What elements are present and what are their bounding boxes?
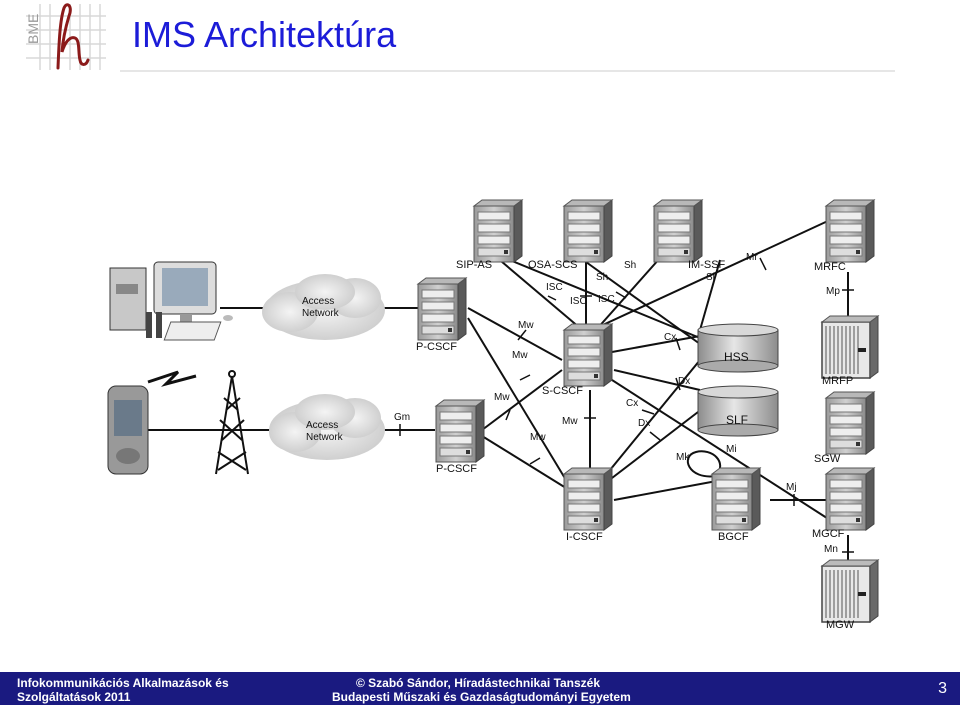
iface-mw-5: Mw (530, 432, 546, 443)
server-mgcf (825, 467, 875, 531)
iface-sh-1: Sh (624, 260, 636, 271)
footer-copyright: © Szabó Sándor, Híradástechnikai Tanszék… (332, 676, 631, 704)
iface-si: Si (706, 272, 715, 283)
server-p-cscf-top (417, 277, 467, 341)
iface-isc-2: ISC (570, 296, 587, 307)
cloud-icon-top (262, 274, 385, 340)
server-mrfc (825, 199, 875, 263)
label-osa-scs: OSA-SCS (528, 259, 578, 271)
server-p-cscf-bottom (435, 399, 485, 463)
iface-dx-2: Dx (638, 418, 650, 429)
footer-bar: Infokommunikációs Alkalmazások és Szolgá… (0, 672, 960, 705)
label-bgcf: BGCF (718, 531, 749, 543)
database-hss-icon (697, 323, 779, 373)
iface-mr: Mr (746, 252, 758, 263)
antenna-tower-icon (215, 370, 249, 475)
iface-sh-2: Sh (596, 272, 608, 283)
iface-mw-4: Mw (562, 416, 578, 427)
label-slf: SLF (726, 413, 748, 427)
bme-logo: BME (18, 2, 108, 72)
iface-dx-1: Dx (678, 376, 690, 387)
lightning-icon (147, 370, 197, 387)
iface-mp: Mp (826, 286, 840, 297)
footer-course: Infokommunikációs Alkalmazások és Szolgá… (17, 676, 229, 704)
iface-cx-1: Cx (664, 332, 676, 343)
label-mrfp: MRFP (822, 375, 853, 387)
footer-copyright-line1: © Szabó Sándor, Híradástechnikai Tanszék (356, 676, 601, 690)
iface-mw-1: Mw (518, 320, 534, 331)
iface-mi: Mi (726, 444, 737, 455)
label-im-ssf: IM-SSF (688, 259, 726, 271)
mobile-phone-icon (107, 385, 149, 475)
title-divider (120, 70, 895, 72)
server-s-cscf (563, 323, 613, 387)
iface-mw-2: Mw (512, 350, 528, 361)
footer-course-line2: Szolgáltatások 2011 (17, 690, 131, 704)
iface-mj: Mj (786, 482, 797, 493)
footer-course-line1: Infokommunikációs Alkalmazások és (17, 676, 229, 690)
footer-copyright-line2: Budapesti Műszaki és Gazdaságtudományi E… (332, 690, 631, 704)
label-sip-as: SIP-AS (456, 259, 492, 271)
iface-cx-2: Cx (626, 398, 638, 409)
rack-mgw (821, 559, 879, 623)
iface-mw-3: Mw (494, 392, 510, 403)
label-mgw: MGW (826, 619, 855, 631)
iface-gm: Gm (394, 412, 410, 423)
server-sip-as (473, 199, 523, 263)
label-hss: HSS (724, 350, 749, 364)
logo-text: BME (25, 14, 41, 44)
label-mgcf: MGCF (812, 528, 845, 540)
label-p-cscf-top: P-CSCF (416, 341, 457, 353)
slide-title: IMS Architektúra (132, 14, 397, 55)
cloud-icon-bottom (269, 394, 385, 460)
server-sgw (825, 391, 875, 455)
iface-mk: Mk (676, 452, 690, 463)
server-im-ssf (653, 199, 703, 263)
label-mrfc: MRFC (814, 261, 846, 273)
page-number: 3 (938, 680, 947, 697)
server-bgcf (711, 467, 761, 531)
server-osa-scs (563, 199, 613, 263)
rack-mrfp (821, 315, 879, 379)
label-i-cscf: I-CSCF (566, 531, 603, 543)
iface-mn: Mn (824, 544, 838, 555)
label-sgw: SGW (814, 453, 841, 465)
label-p-cscf-bottom: P-CSCF (436, 463, 477, 475)
iface-isc-3: ISC (598, 294, 615, 305)
iface-isc-1: ISC (546, 282, 563, 293)
desktop-computer-icon (109, 261, 233, 341)
database-slf-icon (697, 385, 779, 437)
label-s-cscf: S-CSCF (542, 385, 583, 397)
server-i-cscf (563, 467, 613, 531)
